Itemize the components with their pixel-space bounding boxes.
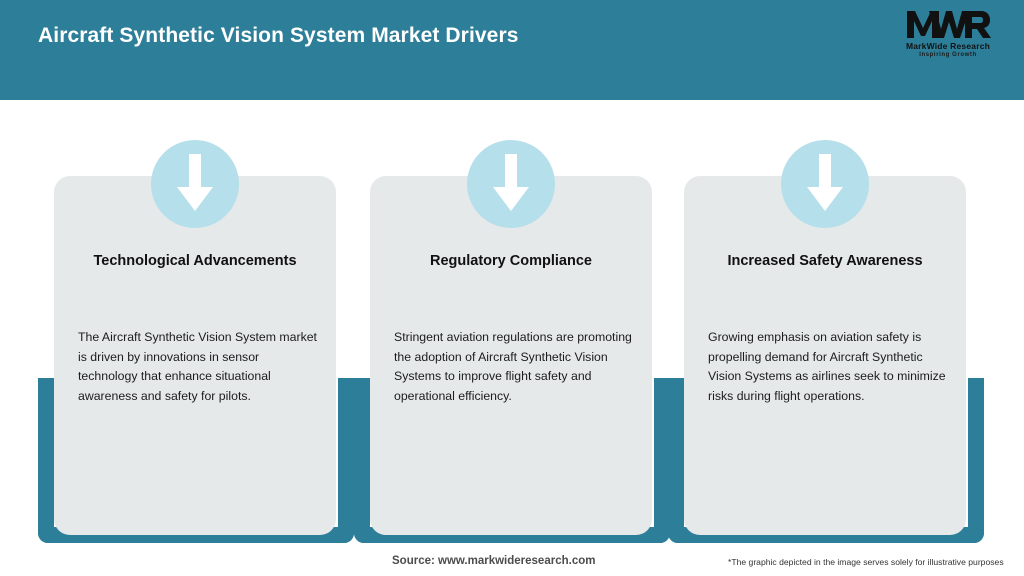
drivers-card-board: Technological Advancements The Aircraft … [0,100,1024,543]
card-title: Regulatory Compliance [430,253,592,269]
card-body-text: Growing emphasis on aviation safety is p… [708,330,946,403]
card-title: Increased Safety Awareness [727,253,923,269]
card-surface: Technological Advancements The Aircraft … [54,176,336,535]
card-title: Technological Advancements [93,253,297,269]
mwr-logo-icon [907,11,991,38]
driver-card-1: Technological Advancements The Aircraft … [38,100,354,543]
source-label: Source: www.markwideresearch.com [392,555,596,567]
arrow-down-icon [151,140,239,228]
header-banner: Aircraft Synthetic Vision System Market … [0,0,1024,100]
card-body-text: Stringent aviation regulations are promo… [394,330,632,403]
driver-card-2: Regulatory Compliance Stringent aviation… [354,100,670,543]
logo-tagline: Inspiring Growth [919,52,977,58]
markwide-research-logo: MarkWide Research Inspiring Growth [896,8,1000,64]
page-title: Aircraft Synthetic Vision System Market … [38,24,519,47]
arrow-down-icon [467,140,555,228]
card-surface: Increased Safety Awareness Growing empha… [684,176,966,535]
card-accent-bracket [354,378,670,543]
card-body-text: The Aircraft Synthetic Vision System mar… [78,330,317,403]
logo-company-name: MarkWide Research [905,41,991,51]
driver-card-3: Increased Safety Awareness Growing empha… [668,100,984,543]
arrow-down-icon [781,140,869,228]
disclaimer-label: *The graphic depicted in the image serve… [728,557,1004,567]
card-surface: Regulatory Compliance Stringent aviation… [370,176,652,535]
